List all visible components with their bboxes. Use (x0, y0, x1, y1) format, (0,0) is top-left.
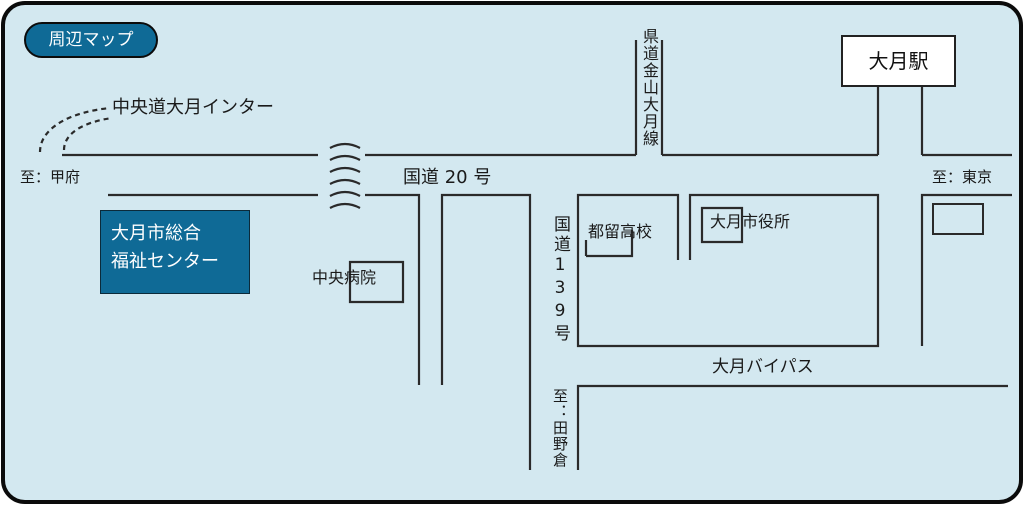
label-to-tokyo: 至：東京 (932, 168, 993, 186)
label-bypass: 大月バイパス (712, 357, 814, 377)
label-high-school: 都留高校 (588, 222, 653, 241)
block-school (576, 193, 880, 348)
label-welfare-center-line2: 福祉センター (111, 251, 219, 272)
label-route20: 国道 20 号 (403, 167, 492, 188)
route20-lower-mid (365, 193, 421, 385)
route20-lower-right (920, 193, 1012, 346)
map-title: 周辺マップ (24, 22, 158, 58)
welfare-center-box: 大月市総合 福祉センター (100, 210, 250, 294)
label-city-hall: 大月市役所 (710, 212, 791, 231)
label-welfare-center-line1: 大月市総合 (111, 223, 201, 244)
building-city-hall (700, 206, 744, 244)
building-east (932, 203, 984, 235)
building-high-school (584, 230, 634, 258)
route20-lower-east (440, 193, 532, 470)
river-symbol (329, 142, 361, 209)
interchange-ramp-outer (38, 106, 111, 153)
label-interchange: 中央道大月インター (112, 97, 274, 118)
label-route139: 国道139号 (550, 215, 570, 344)
label-station: 大月駅 (841, 35, 956, 87)
interchange-ramp-inner (62, 116, 113, 151)
route139-east-line (576, 384, 1008, 470)
building-hospital (348, 260, 405, 304)
label-to-kofu: 至：甲府 (20, 168, 81, 186)
label-prefectural-road: 県道金山大月線 (640, 28, 659, 147)
label-hospital: 中央病院 (312, 268, 377, 287)
label-to-tanokura: 至：田野倉 (551, 388, 569, 468)
